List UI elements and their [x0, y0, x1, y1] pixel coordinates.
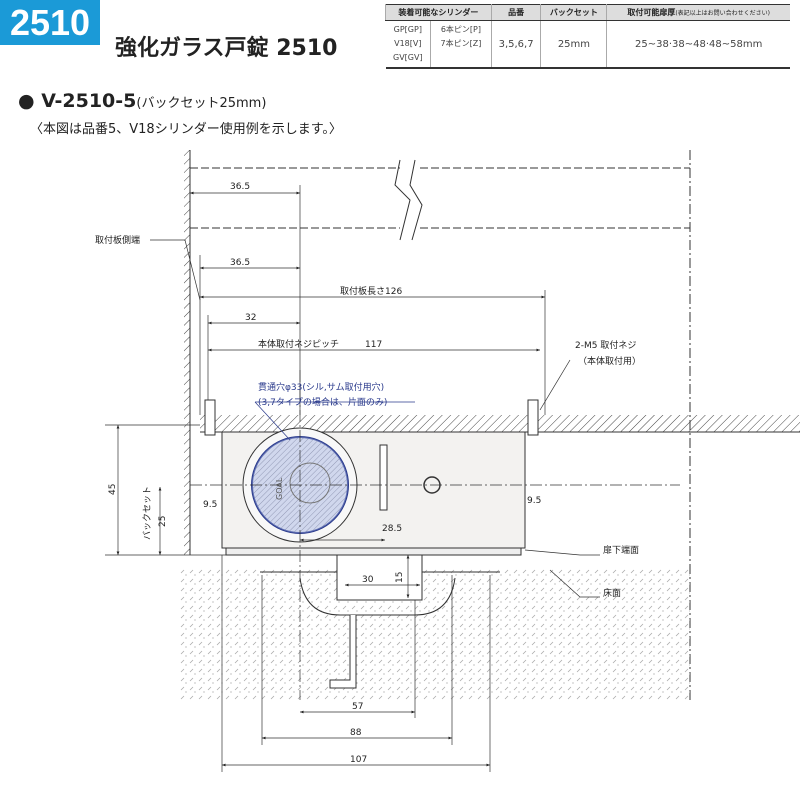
col-cylinder: 装着可能なシリンダー: [385, 4, 492, 21]
dim-15: 15: [395, 572, 405, 583]
model-code: ● V-2510-5: [18, 90, 137, 112]
dim-9-5-left: 9.5: [203, 500, 217, 510]
dim-30: 30: [362, 575, 374, 585]
bottom-bracket: [260, 571, 500, 616]
dim-36-5: 36.5: [230, 258, 250, 268]
screw-left: [204, 399, 216, 436]
section-title: ● V-2510-5(バックセット25mm): [18, 90, 266, 112]
dim-25: 25: [158, 516, 168, 527]
thickness-value: 25~38·38~48·48~58mm: [606, 20, 790, 68]
pin-6: 6本ピン[P]: [440, 25, 481, 34]
label-door-bottom: 扉下端面: [603, 544, 639, 556]
cylinder-brand: GOAL: [275, 477, 284, 500]
col-thickness: 取付可能扉厚(表記以上はお問い合わせください): [606, 4, 790, 21]
thickness-header: 取付可能扉厚: [627, 8, 676, 17]
mounting-plate: [200, 415, 800, 432]
backset-value: 25mm: [540, 20, 607, 68]
floor-hatch: [180, 568, 690, 700]
floor-anchor: [329, 615, 357, 689]
dim-57: 57: [352, 702, 363, 712]
model-numbers: 3,5,6,7: [490, 20, 541, 68]
break-line-icon: [394, 159, 423, 241]
label-screws: 2-M5 取付ネジ: [575, 340, 636, 351]
section-subtitle: (バックセット25mm): [136, 96, 267, 111]
dim-32: 32: [245, 313, 256, 323]
section-note: 〈本図は品番5、V18シリンダー使用例を示します。〉: [30, 122, 342, 137]
col-backset: バックセット: [540, 4, 607, 21]
dim-107: 107: [350, 755, 367, 765]
strike-box: [336, 554, 423, 601]
label-through-hole: 貫通穴φ33(シル,サム取付用穴): [258, 381, 384, 393]
thickness-note: (表記以上はお問い合わせください): [675, 10, 771, 17]
label-through-hole-note: (3,7タイプの場合は、片面のみ): [258, 396, 387, 408]
col-model: 品番: [490, 4, 541, 21]
page-title: 強化ガラス戸錠 2510: [115, 36, 338, 61]
dim-9-5-right: 9.5: [527, 496, 541, 506]
dim-36-5-top: 36.5: [230, 182, 250, 192]
pin-7: 7本ピン[Z]: [440, 39, 482, 48]
label-screw-pitch: 本体取付ネジピッチ: [258, 338, 339, 350]
product-number-badge: 2510: [0, 0, 100, 45]
label-plate-edge: 取付板側端: [95, 234, 140, 246]
screw-right: [527, 399, 539, 436]
label-screws-use: （本体取付用）: [578, 355, 641, 367]
label-floor: 床面: [603, 587, 621, 599]
label-plate-length: 取付板長さ126: [340, 285, 402, 297]
cylinder-gp: GP[GP]: [393, 25, 422, 34]
dim-45: 45: [108, 484, 118, 495]
dim-88: 88: [350, 728, 362, 738]
label-backset: バックセット: [142, 486, 153, 540]
spec-table: 装着可能なシリンダー品番バックセット取付可能扉厚(表記以上はお問い合わせください…: [385, 4, 790, 69]
dim-117: 117: [365, 340, 382, 350]
dim-28-5: 28.5: [382, 524, 402, 534]
cylinder-gv: GV[GV]: [393, 53, 423, 62]
cylinder-v18: V18[V]: [394, 39, 422, 48]
